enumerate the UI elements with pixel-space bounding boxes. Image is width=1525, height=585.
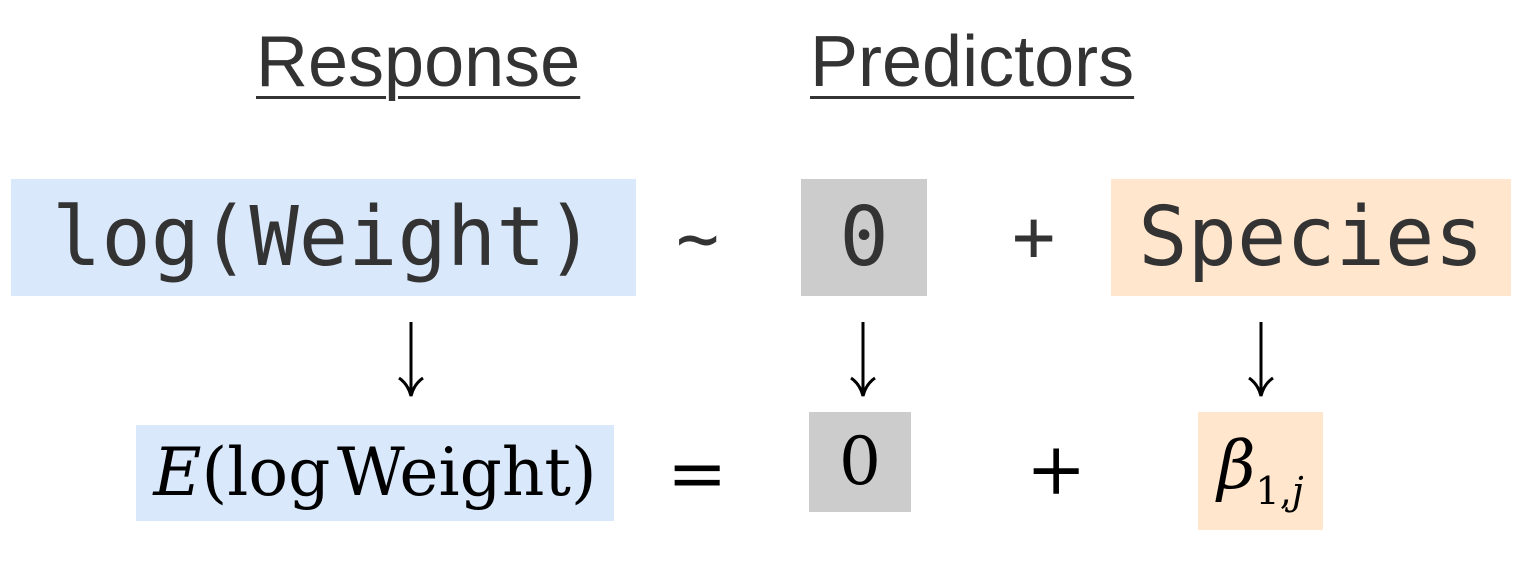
expected-response: E(log Weight) — [153, 440, 596, 506]
coefficient-box: β1,j — [1198, 412, 1323, 530]
coefficient-subscript: 1,j — [1256, 469, 1304, 513]
intercept-value-box: 0 — [809, 412, 911, 512]
intercept-value: 0 — [839, 423, 881, 500]
response-term: log(Weight) — [51, 189, 596, 285]
plus-sign: + — [1026, 427, 1087, 511]
log-function: log — [227, 434, 331, 511]
predictor-term-box: Species — [1111, 179, 1511, 296]
open-paren: ( — [201, 434, 228, 511]
plus-operator: + — [1012, 194, 1056, 278]
beta-symbol: β — [1217, 426, 1256, 504]
down-arrow-icon — [396, 320, 426, 398]
predictors-heading: Predictors — [810, 22, 1135, 102]
tilde-operator: ~ — [676, 196, 720, 280]
predictor-term: Species — [1138, 189, 1484, 285]
subscript-index-j: j — [1291, 468, 1304, 513]
expected-response-box: E(log Weight) — [136, 425, 614, 521]
close-paren: ) — [570, 434, 597, 511]
response-term-box: log(Weight) — [11, 179, 636, 296]
subscript-index-1: 1, — [1255, 468, 1292, 513]
response-heading: Response — [256, 22, 581, 102]
weight-variable: Weight — [336, 434, 571, 511]
down-arrow-icon — [848, 320, 878, 398]
equals-sign: = — [667, 431, 728, 515]
coefficient: β1,j — [1217, 432, 1304, 513]
intercept-term: 0 — [839, 189, 889, 285]
down-arrow-icon — [1246, 320, 1276, 398]
intercept-term-box: 0 — [801, 179, 927, 296]
expectation-symbol: E — [153, 434, 202, 511]
